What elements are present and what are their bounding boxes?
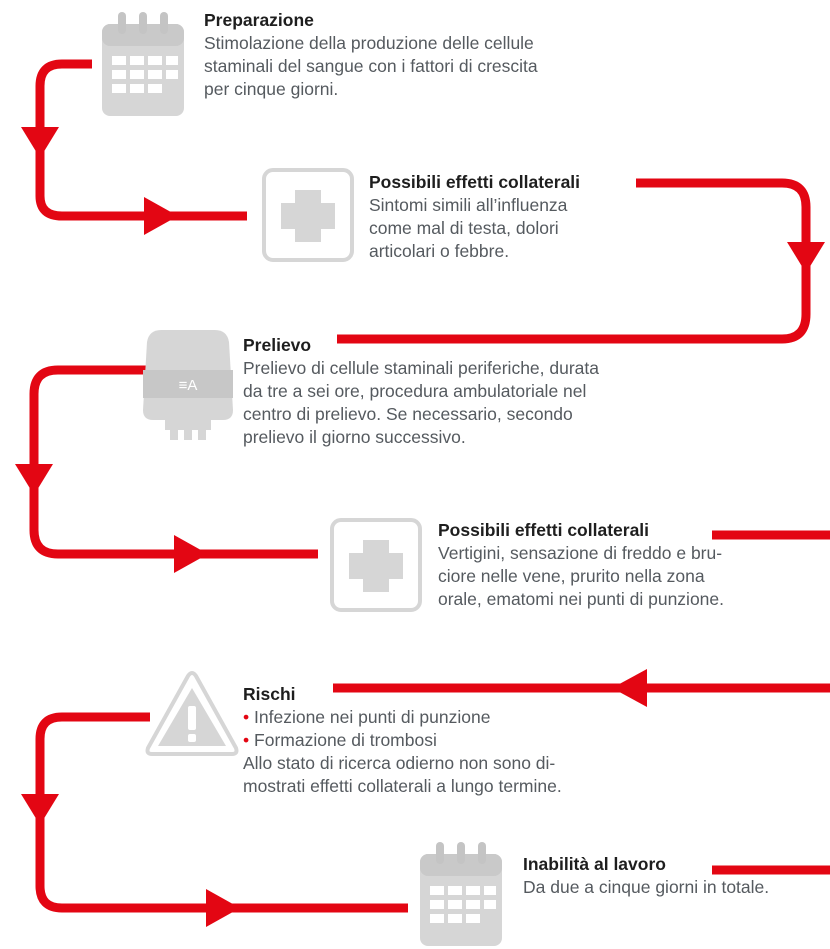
step-rischi: Rischi • Infezione nei punti di punzione…	[243, 683, 683, 798]
step-description: Allo stato di ricerca odierno non sono d…	[243, 753, 562, 796]
step-description: Stimolazione della produzione delle cell…	[204, 33, 538, 99]
step-prelievo: Prelievo Prelievo di cellule staminali p…	[243, 334, 693, 449]
step-effetti-collaterali-2: Possibili effetti collaterali Vertigini,…	[438, 519, 828, 611]
step-inabilita-al-lavoro: Inabilità al lavoro Da due a cinque gior…	[523, 853, 828, 899]
medical-cross-icon	[262, 168, 354, 262]
arrow-right-2	[174, 535, 208, 573]
step-title: Rischi	[243, 684, 296, 704]
arrow-down-4	[21, 794, 59, 825]
arrow-down-1	[21, 127, 59, 158]
arrow-left-1	[612, 669, 647, 707]
arrow-right-1	[144, 197, 178, 235]
connector-line-3	[29, 365, 318, 559]
calendar-icon	[102, 12, 184, 116]
step-title: Inabilità al lavoro	[523, 854, 666, 874]
arrow-down-3	[15, 464, 53, 495]
svg-text:≡A: ≡A	[179, 377, 198, 394]
arrow-down-2	[787, 242, 825, 273]
step-description: Vertigini, sensazione di freddo e bru- c…	[438, 543, 725, 609]
bullet-item: • Infezione nei punti di punzione	[243, 707, 491, 727]
warning-icon	[145, 671, 239, 756]
blood-bag-icon: ≡A	[143, 330, 233, 440]
step-description: Sintomi simili all’influenza come mal di…	[369, 195, 568, 261]
medical-cross-icon	[330, 518, 422, 612]
step-title: Preparazione	[204, 10, 314, 30]
calendar-icon	[420, 842, 502, 946]
step-title: Possibili effetti collaterali	[438, 520, 650, 540]
bullet-item: • Formazione di trombosi	[243, 730, 437, 750]
step-description: Prelievo di cellule staminali periferich…	[243, 358, 600, 447]
step-effetti-collaterali-1: Possibili effetti collaterali Sintomi si…	[369, 171, 649, 263]
step-title: Possibili effetti collaterali	[369, 172, 581, 192]
step-description: Da due a cinque giorni in totale.	[523, 877, 770, 897]
arrow-right-3	[206, 889, 240, 927]
step-title: Prelievo	[243, 335, 312, 355]
step-preparazione: Preparazione Stimolazione della produzio…	[204, 9, 624, 101]
